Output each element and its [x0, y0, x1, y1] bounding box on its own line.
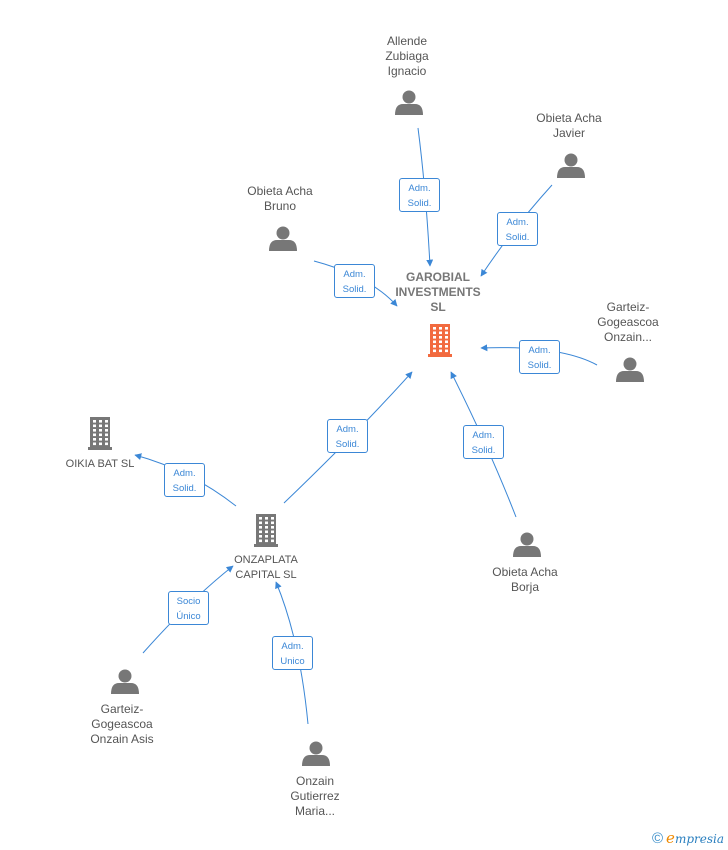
edge-label-text: Adm.: [173, 468, 196, 479]
building-icon-garobial[interactable]: [428, 324, 452, 357]
node-label-line: Allende: [386, 34, 428, 48]
node-label-line: CAPITAL SL: [235, 569, 297, 581]
edge-label-text: Solid.: [342, 284, 367, 295]
person-icon-garteiz_asis[interactable]: [111, 669, 139, 695]
node-label-line: Obieta Acha: [492, 565, 558, 579]
edge-label-allende[interactable]: Adm. Solid.: [399, 178, 440, 212]
building-icon-oikia[interactable]: [88, 417, 112, 450]
node-label-line: Obieta Acha: [536, 111, 602, 125]
node-label-line: Borja: [510, 580, 539, 594]
edge-label-text: Adm.: [408, 183, 431, 194]
edge-label-text: Adm.: [472, 430, 495, 441]
person-icon-obieta_bruno[interactable]: [269, 226, 297, 252]
node-label-line: OIKIA BAT SL: [65, 458, 135, 470]
copyright-icon: ©: [651, 830, 664, 847]
node-label-line: INVESTMENTS: [395, 285, 481, 299]
node-label-line: Onzain...: [603, 330, 653, 344]
node-label-line: Zubiaga: [385, 49, 429, 63]
node-label-line: Garteiz-: [606, 300, 650, 314]
person-icon-obieta_javier[interactable]: [557, 153, 585, 179]
node-label-line: Gogeascoa: [597, 315, 659, 329]
edge-label-text: Solid.: [407, 198, 432, 209]
edge-label-text: Adm.: [506, 217, 529, 228]
node-label-line: Obieta Acha: [247, 184, 313, 198]
edge-label-text: Único: [176, 611, 201, 622]
edge-label-text: Solid.: [471, 445, 496, 456]
edge-label-text: Solid.: [335, 439, 360, 450]
node-label-line: Bruno: [263, 199, 297, 213]
edge-label-text: Adm.: [528, 345, 551, 356]
edge-label-obieta_javier[interactable]: Adm. Solid.: [497, 212, 538, 246]
node-label-line: Gutierrez: [290, 789, 340, 803]
edge-label-obieta_bruno[interactable]: Adm. Solid.: [334, 264, 375, 298]
edge-label-text: Unico: [280, 656, 305, 667]
edge-label-obieta_borja[interactable]: Adm. Solid.: [463, 425, 504, 459]
edge-label-text: Adm.: [281, 641, 304, 652]
brand-logo: empresia: [666, 829, 724, 847]
node-label-line: Javier: [552, 126, 585, 140]
node-label-line: Garteiz-: [100, 702, 144, 716]
person-icon-obieta_borja[interactable]: [513, 532, 541, 558]
edge-label-text: Solid.: [505, 232, 530, 243]
edge-label-text: Solid.: [172, 483, 197, 494]
edge-label-onzain_maria[interactable]: Adm. Unico: [272, 636, 313, 670]
person-icon-onzain_maria[interactable]: [302, 741, 330, 767]
node-label-onzaplata[interactable]: ONZAPLATA CAPITAL SL: [221, 553, 311, 583]
edge-label-onzaplata[interactable]: Adm. Solid.: [164, 463, 205, 497]
node-label-line: Onzain: [295, 774, 335, 788]
node-label-line: Ignacio: [387, 64, 427, 78]
edge-label-text: Solid.: [527, 360, 552, 371]
edge-label-text: Adm.: [343, 269, 366, 280]
edge-label-onzaplata[interactable]: Adm. Solid.: [327, 419, 368, 453]
edge-label-text: Adm.: [336, 424, 359, 435]
footer-brand: ©empresia: [652, 829, 724, 847]
node-label-line: ONZAPLATA: [234, 554, 298, 566]
person-icon-garteiz_onzain[interactable]: [616, 357, 644, 383]
person-icon-allende[interactable]: [395, 90, 423, 116]
node-label-line: Gogeascoa: [91, 717, 153, 731]
node-label-line: GAROBIAL: [406, 270, 470, 284]
node-label-line: Onzain Asis: [90, 732, 154, 746]
node-label-line: Maria...: [294, 804, 335, 818]
node-label-line: SL: [430, 300, 446, 314]
building-icon-onzaplata[interactable]: [254, 514, 278, 547]
node-label-oikia[interactable]: OIKIA BAT SL: [50, 457, 150, 472]
edge-label-text: Socio: [176, 596, 201, 607]
edge-label-garteiz_onzain[interactable]: Adm. Solid.: [519, 340, 560, 374]
